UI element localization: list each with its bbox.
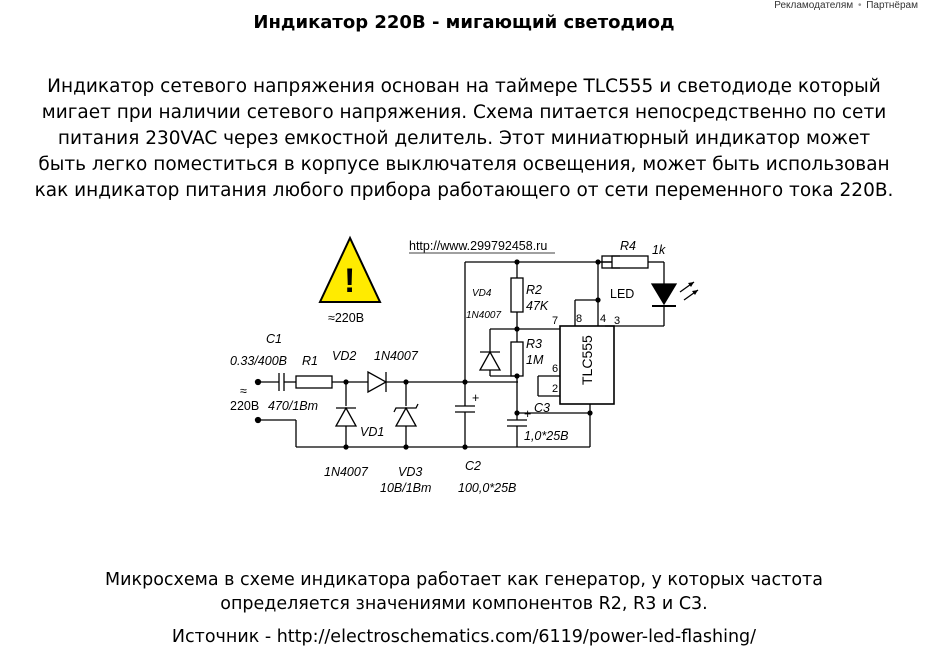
ac-symbol: ≈ <box>240 384 247 398</box>
intro-paragraph: Индикатор сетевого напряжения основан на… <box>0 74 928 204</box>
pin-2: 2 <box>552 383 558 395</box>
r4-label: R4 <box>620 239 636 253</box>
vd4-part: 1N4007 <box>466 310 501 321</box>
pin-3: 3 <box>614 315 620 327</box>
circuit-schematic: ! http://www.299792458.ru ≈220В ≈ 220В C… <box>230 235 620 495</box>
pin-6: 6 <box>552 363 558 375</box>
intro-line: быть легко поместиться в корпусе выключа… <box>38 154 890 175</box>
vd1-part: 1N4007 <box>324 465 369 479</box>
outro-line: Микросхема в схеме индикатора работает к… <box>105 570 823 590</box>
c3-value: 1,0*25В <box>524 429 568 443</box>
vd4-label: VD4 <box>472 288 492 299</box>
r3-value: 1M <box>526 353 544 367</box>
r2-label: R2 <box>526 283 542 297</box>
pin-4: 4 <box>600 313 606 325</box>
c3-label: C3 <box>534 401 550 415</box>
c1-label: C1 <box>266 332 282 346</box>
c1-value: 0.33/400В <box>230 354 287 368</box>
intro-line: как индикатор питания любого прибора раб… <box>34 180 894 201</box>
warning-voltage-label: ≈220В <box>328 311 364 325</box>
partners-link[interactable]: Партнёрам <box>866 0 918 11</box>
r1-value: 470/1Вт <box>268 399 318 413</box>
intro-line: мигает при наличии сетевого напряжения. … <box>41 102 887 123</box>
c2-plus: + <box>472 391 479 405</box>
vd2-label: VD2 <box>332 349 356 363</box>
link-separator: • <box>857 0 862 11</box>
vd3-value: 10В/1Вт <box>380 481 431 495</box>
source-line: Источник - http://electroschematics.com/… <box>171 627 757 647</box>
advertisers-link[interactable]: Рекламодателям <box>774 0 854 11</box>
c2-value: 100,0*25В <box>458 481 516 495</box>
intro-line: Индикатор сетевого напряжения основан на… <box>47 76 881 97</box>
outro-line: определяется значениями компонентов R2, … <box>220 594 708 614</box>
pin-8: 8 <box>576 313 582 325</box>
intro-line: питания 230VAC через емкостной делитель.… <box>57 128 871 149</box>
r2-value: 47K <box>526 299 549 313</box>
pin-7: 7 <box>552 315 558 327</box>
vd1-label: VD1 <box>360 425 384 439</box>
c2-label: C2 <box>465 459 481 473</box>
c3-plus: + <box>524 407 531 421</box>
ic-label: TLC555 <box>579 335 595 385</box>
svg-text:!: ! <box>344 262 355 300</box>
input-voltage-label: 220В <box>230 399 259 413</box>
r4-value: 1k <box>652 243 666 257</box>
led-section: R4 1k LED <box>598 239 699 327</box>
vd2-part: 1N4007 <box>374 349 419 363</box>
schematic-url: http://www.299792458.ru <box>409 239 547 253</box>
page-title: Индикатор 220В - мигающий светодиод <box>253 12 675 33</box>
warning-triangle-icon <box>318 235 382 303</box>
led-label: LED <box>610 287 634 301</box>
led-diode-icon <box>650 283 678 306</box>
r1-label: R1 <box>302 354 318 368</box>
outro-paragraph: Микросхема в схеме индикатора работает к… <box>0 568 928 616</box>
r3-label: R3 <box>526 337 542 351</box>
vd3-label: VD3 <box>398 465 422 479</box>
top-links: Рекламодателям • Партнёрам <box>774 0 918 11</box>
